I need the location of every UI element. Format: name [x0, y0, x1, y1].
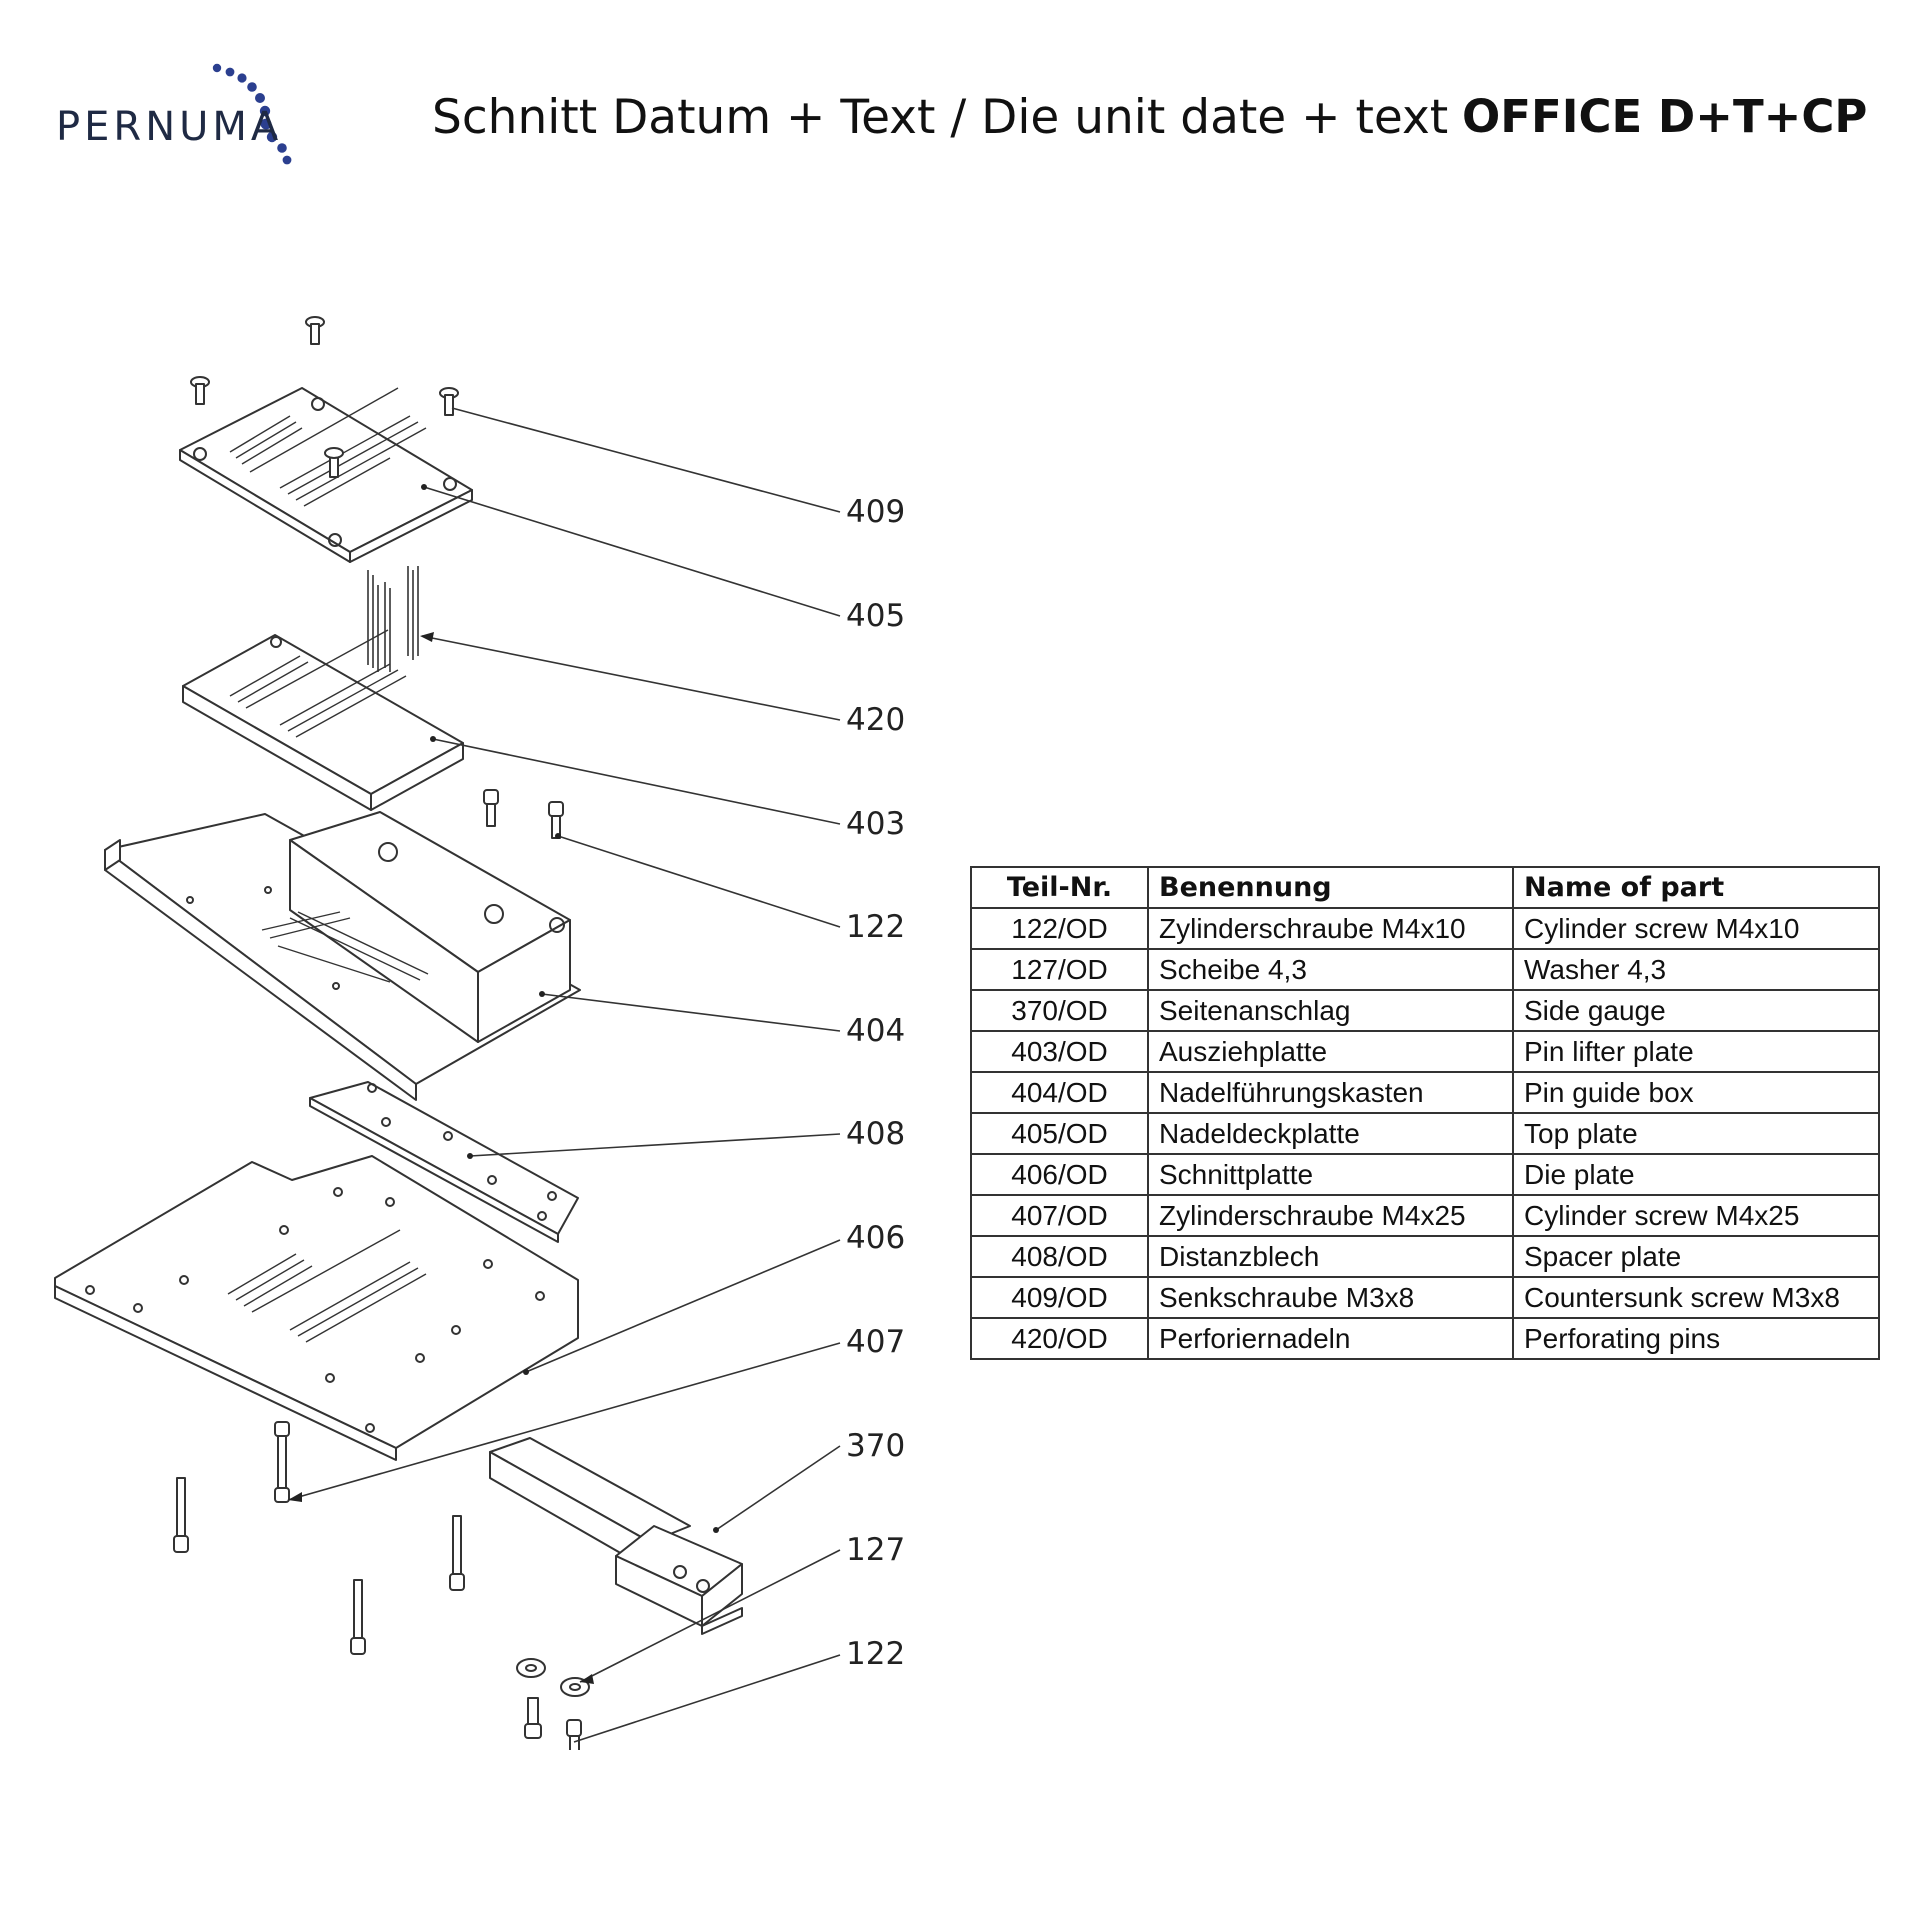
cylinder-screw-icon	[524, 1697, 542, 1739]
part-number-cell: 408/OD	[970, 1235, 1149, 1278]
exploded-view-drawing	[54, 316, 841, 1750]
german-name-cell: Scheibe 4,3	[1147, 948, 1514, 991]
page-title: Schnitt Datum + Text / Die unit date + t…	[432, 90, 1449, 145]
countersunk-screw-icon	[190, 376, 210, 405]
cylinder-screw-icon	[548, 801, 564, 839]
callout-370: 370	[846, 1428, 906, 1464]
perforating-pins-drawing	[367, 566, 419, 672]
german-name-cell: Zylinderschraube M4x10	[1147, 907, 1514, 950]
washer-icon	[560, 1677, 590, 1697]
german-name-cell: Nadelführungskasten	[1147, 1071, 1514, 1114]
german-name-cell: Schnittplatte	[1147, 1153, 1514, 1196]
callout-409: 409	[846, 494, 906, 530]
cylinder-screw-icon	[483, 789, 499, 827]
english-name-cell: Pin guide box	[1512, 1071, 1880, 1114]
part-number-cell: 407/OD	[970, 1194, 1149, 1237]
washer-icon	[516, 1658, 546, 1678]
callout-408: 408	[846, 1116, 906, 1152]
callout-406: 406	[846, 1220, 906, 1256]
logo-wordmark: PERNUMA	[56, 104, 283, 150]
english-name-cell: Die plate	[1512, 1153, 1880, 1196]
part-number-cell: 370/OD	[970, 989, 1149, 1032]
english-name-cell: Top plate	[1512, 1112, 1880, 1155]
header-benennung: Benennung	[1147, 866, 1514, 909]
long-cylinder-screw-icon	[350, 1579, 366, 1655]
german-name-cell: Nadeldeckplatte	[1147, 1112, 1514, 1155]
top-plate-drawing	[179, 387, 473, 563]
countersunk-screw-icon	[439, 387, 459, 416]
exploded-diagram: 409 405 420 403 122 404 408 406 407 370 …	[0, 190, 960, 1750]
long-cylinder-screw-icon	[274, 1421, 290, 1503]
logo-dots-icon	[212, 63, 292, 165]
pin-guide-box-drawing	[104, 811, 581, 1101]
part-number-cell: 127/OD	[970, 948, 1149, 991]
german-name-cell: Distanzblech	[1147, 1235, 1514, 1278]
part-number-cell: 404/OD	[970, 1071, 1149, 1114]
side-gauge-drawing	[489, 1437, 743, 1635]
header-part-number: Teil-Nr.	[970, 866, 1149, 909]
header-name-of-part: Name of part	[1512, 866, 1880, 909]
page-header: PERNUMA Schnitt Datum + Text / Die unit …	[0, 0, 1920, 190]
callout-405: 405	[846, 598, 906, 634]
german-name-cell: Ausziehplatte	[1147, 1030, 1514, 1073]
callout-122-lower: 122	[846, 1636, 906, 1672]
model-name: OFFICE D+T+CP	[1462, 90, 1868, 143]
cylinder-screw-icon	[566, 1719, 582, 1750]
german-name-cell: Zylinderschraube M4x25	[1147, 1194, 1514, 1237]
english-name-cell: Cylinder screw M4x10	[1512, 907, 1880, 950]
part-number-cell: 409/OD	[970, 1276, 1149, 1319]
english-name-cell: Spacer plate	[1512, 1235, 1880, 1278]
spacer-plate-drawing	[309, 1081, 579, 1243]
english-name-cell: Cylinder screw M4x25	[1512, 1194, 1880, 1237]
german-name-cell: Senkschraube M3x8	[1147, 1276, 1514, 1319]
part-number-cell: 403/OD	[970, 1030, 1149, 1073]
callout-122-upper: 122	[846, 909, 906, 945]
callout-404: 404	[846, 1013, 906, 1049]
callout-403: 403	[846, 806, 906, 842]
countersunk-screw-icon	[305, 316, 325, 345]
pin-lifter-plate-drawing	[182, 629, 464, 811]
long-cylinder-screw-icon	[449, 1515, 465, 1591]
long-cylinder-screw-icon	[173, 1477, 189, 1553]
table-header-row: Teil-Nr. Benennung Name of part	[970, 866, 1880, 909]
part-number-cell: 406/OD	[970, 1153, 1149, 1196]
english-name-cell: Washer 4,3	[1512, 948, 1880, 991]
part-number-cell: 122/OD	[970, 907, 1149, 950]
english-name-cell: Perforating pins	[1512, 1317, 1880, 1360]
english-name-cell: Countersunk screw M3x8	[1512, 1276, 1880, 1319]
english-name-cell: Pin lifter plate	[1512, 1030, 1880, 1073]
part-number-cell: 420/OD	[970, 1317, 1149, 1360]
callout-420: 420	[846, 702, 906, 738]
callout-407: 407	[846, 1324, 906, 1360]
german-name-cell: Seitenanschlag	[1147, 989, 1514, 1032]
callout-127: 127	[846, 1532, 906, 1568]
german-name-cell: Perforiernadeln	[1147, 1317, 1514, 1360]
pernuma-logo: PERNUMA	[52, 58, 302, 168]
part-number-cell: 405/OD	[970, 1112, 1149, 1155]
english-name-cell: Side gauge	[1512, 989, 1880, 1032]
die-plate-drawing	[54, 1155, 579, 1461]
